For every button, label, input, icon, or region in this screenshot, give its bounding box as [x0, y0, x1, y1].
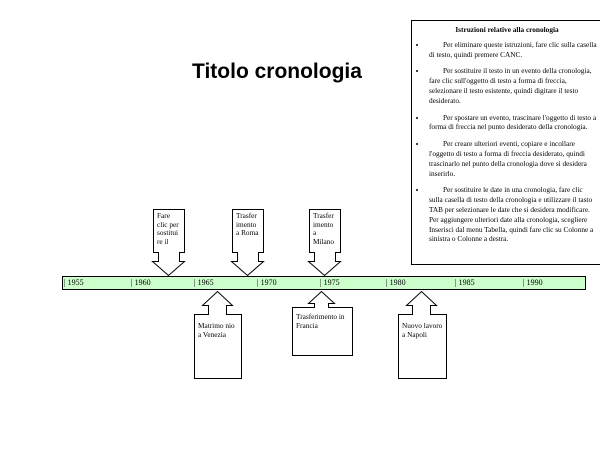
timeline-date: | 1980: [386, 278, 406, 287]
timeline-date: | 1975: [320, 278, 340, 287]
instructions-title: Istruzioni relative alla cronologia: [455, 25, 559, 34]
event-callout[interactable]: Matrimo nio a Venezia: [198, 321, 235, 339]
arrow-callout-shape: [398, 290, 447, 379]
arrow-callout-shape: [307, 209, 342, 277]
timeline-date: | 1960: [131, 278, 151, 287]
timeline-date: | 1955: [64, 278, 84, 287]
arrow-callout-shape: [194, 290, 242, 379]
timeline-date: | 1970: [257, 278, 277, 287]
timeline-date: | 1985: [455, 278, 475, 287]
arrow-callout-shape: [230, 209, 265, 277]
instruction-item: Per sostituire il testo in un evento del…: [427, 66, 597, 105]
instruction-item: Per eliminare queste istruzioni, fare cl…: [427, 40, 597, 60]
timeline-date: | 1965: [194, 278, 214, 287]
event-callout[interactable]: Trasfer imento a Roma: [236, 211, 259, 238]
event-callout[interactable]: Nuovo lavoro a Napoli: [402, 321, 443, 339]
timeline-bar[interactable]: | 1955 | 1960 | 1965 | 1970 | 1975 | 198…: [62, 276, 586, 290]
instruction-item: Per creare ulteriori eventi, copiare e i…: [427, 139, 597, 178]
page-title[interactable]: Titolo cronologia: [192, 60, 362, 83]
event-callout[interactable]: Trasfer imento a Milano: [313, 211, 335, 246]
instruction-item: Per sostituire le date in una cronologia…: [427, 185, 597, 244]
arrow-callout-shape: [151, 209, 186, 277]
timeline-date: | 1990: [523, 278, 543, 287]
instruction-item: Per spostare un evento, trascinare l'ogg…: [427, 113, 597, 133]
instructions-list: Per eliminare queste istruzioni, fare cl…: [417, 40, 597, 244]
event-callout[interactable]: Trasferimento in Francia: [296, 312, 345, 330]
event-callout[interactable]: Fare clic per sostitui re il: [157, 211, 179, 246]
arrow-callout-shape: [292, 290, 353, 356]
instructions-box[interactable]: Istruzioni relative alla cronologia Per …: [411, 20, 600, 265]
